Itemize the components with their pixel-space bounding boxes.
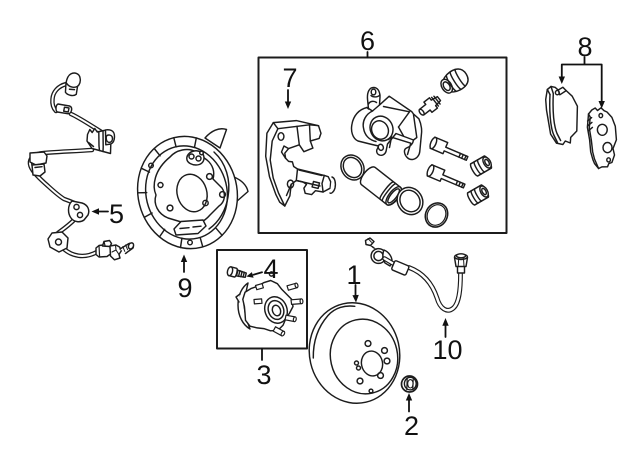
- svg-text:2: 2: [404, 411, 419, 441]
- svg-text:3: 3: [256, 360, 271, 390]
- svg-text:1: 1: [346, 260, 361, 290]
- svg-text:10: 10: [432, 335, 462, 365]
- svg-text:8: 8: [577, 32, 592, 62]
- svg-text:4: 4: [263, 254, 278, 284]
- svg-text:5: 5: [109, 199, 124, 229]
- svg-text:9: 9: [177, 273, 192, 303]
- svg-text:6: 6: [360, 26, 375, 56]
- svg-text:7: 7: [282, 63, 297, 93]
